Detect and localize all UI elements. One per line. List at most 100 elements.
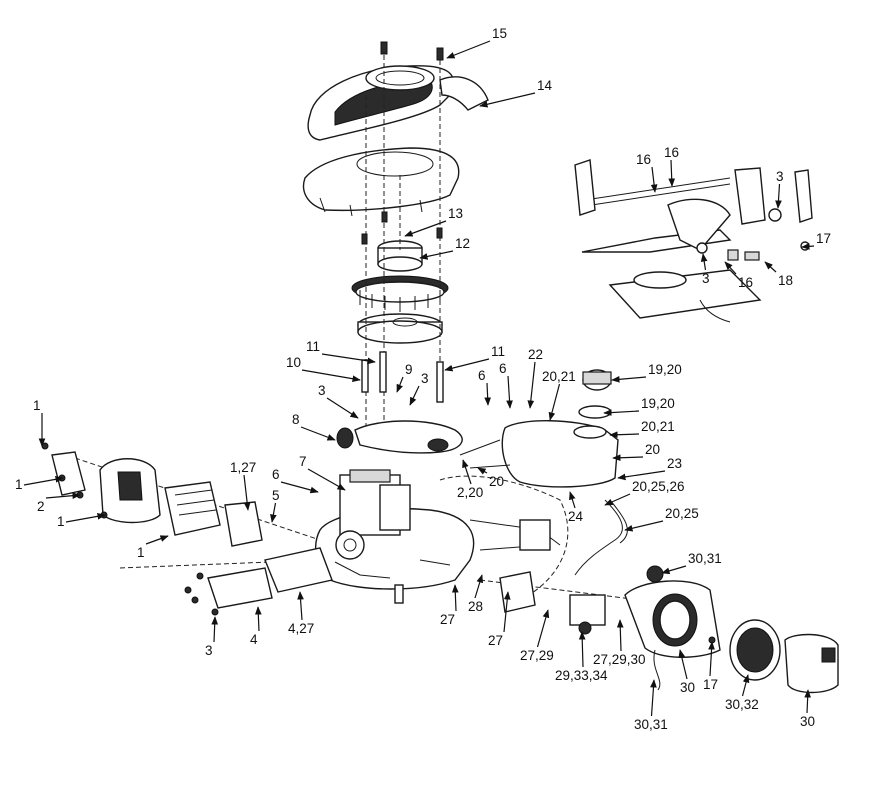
callout-c11: 6 bbox=[478, 368, 492, 406]
callout-c10: 3 bbox=[318, 383, 359, 419]
callout-c55: 16 bbox=[724, 261, 753, 290]
callout-c5: 11 bbox=[306, 339, 376, 365]
callout-leader bbox=[479, 92, 536, 108]
callout-label: 30,31 bbox=[634, 717, 668, 732]
callout-leader bbox=[603, 409, 640, 416]
callout-c43: 27,29,30 bbox=[593, 619, 646, 667]
callout-leader bbox=[300, 426, 336, 441]
callout-leader bbox=[326, 397, 359, 419]
callout-c42: 29,33,34 bbox=[555, 631, 608, 683]
callout-c24: 2,20 bbox=[457, 459, 483, 500]
callout-leader bbox=[506, 375, 513, 409]
callout-c46: 30,32 bbox=[725, 674, 759, 712]
callout-label: 11 bbox=[306, 339, 320, 354]
callout-leader bbox=[23, 476, 64, 486]
callout-label: 10 bbox=[286, 355, 301, 370]
callout-label: 1 bbox=[137, 545, 145, 560]
callout-c6: 10 bbox=[286, 355, 361, 383]
callout-leader bbox=[446, 40, 491, 59]
callout-c36: 4 bbox=[250, 606, 262, 647]
callout-c28: 1,27 bbox=[230, 460, 256, 511]
callout-c39: 28 bbox=[468, 574, 484, 614]
callout-label: 27 bbox=[488, 633, 503, 648]
callout-leader bbox=[741, 674, 750, 697]
callout-c8: 9 bbox=[396, 362, 413, 393]
callout-c54: 3 bbox=[700, 253, 710, 286]
callout-c12: 6 bbox=[499, 361, 513, 409]
callout-c14: 20,21 bbox=[542, 369, 576, 421]
side-cover-plate bbox=[184, 547, 333, 616]
callout-c50: 16 bbox=[636, 152, 658, 193]
callout-label: 20 bbox=[645, 442, 660, 457]
callout-label: 20,25,26 bbox=[632, 479, 685, 494]
callout-leader bbox=[477, 467, 488, 475]
callout-label: 3 bbox=[421, 371, 429, 386]
callout-leader bbox=[409, 385, 420, 406]
callout-leader bbox=[321, 353, 376, 365]
callout-leader bbox=[612, 454, 644, 462]
callout-leader bbox=[661, 565, 687, 575]
callout-label: 17 bbox=[703, 677, 718, 692]
fuel-tank bbox=[459, 369, 619, 488]
callout-label: 19,20 bbox=[648, 362, 682, 377]
callout-leader bbox=[616, 619, 624, 652]
callout-c37: 4,27 bbox=[288, 591, 314, 636]
callout-leader bbox=[650, 166, 658, 193]
callout-leader bbox=[804, 689, 812, 714]
callout-c18: 20 bbox=[612, 442, 660, 462]
air-cleaner bbox=[624, 565, 839, 694]
callout-leader bbox=[536, 609, 550, 648]
callout-label: 5 bbox=[272, 488, 280, 503]
blower-housing-cover bbox=[307, 65, 489, 141]
callout-leader bbox=[578, 631, 586, 668]
callout-label: 2 bbox=[37, 499, 45, 514]
callout-leader bbox=[254, 606, 262, 632]
callout-c26: 7 bbox=[299, 454, 346, 491]
callout-leader bbox=[211, 616, 219, 643]
callout-label: 3 bbox=[776, 169, 784, 184]
callout-c2: 14 bbox=[479, 78, 553, 108]
callout-leader bbox=[474, 574, 484, 599]
callout-label: 11 bbox=[491, 344, 505, 359]
callout-c9: 3 bbox=[409, 371, 429, 406]
callout-c53: 17 bbox=[801, 231, 831, 250]
callout-c21: 20,25 bbox=[624, 506, 699, 532]
callout-label: 4 bbox=[250, 632, 258, 647]
callout-label: 20 bbox=[489, 474, 504, 489]
callout-leader bbox=[678, 649, 688, 680]
callout-c20: 20,25,26 bbox=[604, 479, 685, 506]
callout-c41: 27,29 bbox=[520, 609, 554, 663]
fuel-lines bbox=[574, 499, 628, 576]
callout-leader bbox=[668, 159, 676, 187]
callout-label: 9 bbox=[405, 362, 413, 377]
callout-c32: 2 bbox=[37, 492, 81, 514]
callout-c19: 23 bbox=[617, 456, 682, 481]
callout-label: 30 bbox=[800, 714, 815, 729]
callout-label: 16 bbox=[636, 152, 651, 167]
callout-label: 20,25 bbox=[665, 506, 699, 521]
callout-c49: 30,31 bbox=[634, 679, 668, 732]
callout-label: 27 bbox=[440, 612, 455, 627]
callout-leader bbox=[65, 513, 106, 523]
callout-c27: 6 bbox=[272, 467, 319, 494]
blower-housing bbox=[302, 147, 460, 217]
callout-c48: 30,31 bbox=[661, 551, 722, 575]
callout-label: 13 bbox=[448, 206, 463, 221]
callout-label: 1,27 bbox=[230, 460, 256, 475]
callout-label: 1 bbox=[33, 398, 41, 413]
callout-leader bbox=[724, 261, 737, 275]
callout-c38: 27 bbox=[440, 584, 459, 627]
callout-leader bbox=[404, 220, 447, 237]
callout-leader bbox=[801, 243, 815, 250]
callout-leader bbox=[775, 183, 782, 209]
carburetor bbox=[469, 519, 606, 635]
callout-leader bbox=[700, 253, 708, 271]
callout-c13: 22 bbox=[527, 347, 543, 409]
callout-label: 20,21 bbox=[641, 419, 675, 434]
callout-c25: 8 bbox=[292, 412, 336, 441]
callout-c47: 30 bbox=[800, 689, 815, 729]
callout-leader bbox=[280, 481, 319, 494]
callout-leader bbox=[650, 679, 657, 717]
callout-label: 17 bbox=[816, 231, 831, 246]
